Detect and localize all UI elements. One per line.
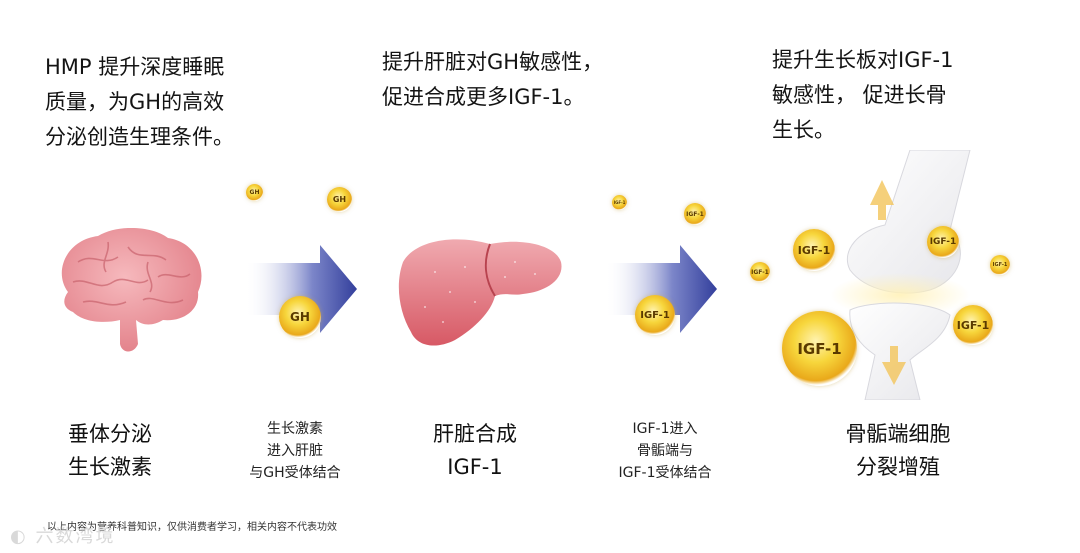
- label-line: IGF-1受体结合: [600, 462, 730, 484]
- bubble-label: IGF-1: [798, 244, 831, 257]
- description-line: 生长。: [772, 113, 1012, 148]
- bubble-label: IGF-1: [640, 310, 670, 321]
- description-line: 促进合成更多IGF-1。: [382, 80, 642, 115]
- watermark-text: 六数湾境: [35, 526, 115, 547]
- bubble-label: IGF-1: [751, 269, 769, 276]
- bubble-label: IGF-1: [957, 319, 990, 332]
- bubble-label: GH: [250, 189, 260, 196]
- brain-icon: [48, 222, 208, 362]
- igf-molecule-icon: IGF-1: [612, 195, 627, 210]
- watermark-logo-icon: ◐: [10, 526, 28, 547]
- label-line: 进入肝脏: [235, 440, 355, 462]
- label-receptor-igf: IGF-1进入 骨骺端与 IGF-1受体结合: [600, 418, 730, 484]
- bubble-label: IGF-1: [797, 340, 841, 358]
- gh-molecule-icon: GH: [279, 296, 321, 338]
- bubble-label: IGF-1: [614, 200, 626, 205]
- bubble-label: IGF-1: [686, 211, 704, 218]
- label-pituitary: 垂体分泌 生长激素: [55, 418, 165, 484]
- label-bone: 骨骺端细胞 分裂增殖: [828, 418, 968, 484]
- watermark: ◐ 六数湾境: [10, 522, 115, 548]
- liver-icon: [395, 232, 565, 350]
- label-liver: 肝脏合成 IGF-1: [415, 418, 535, 484]
- gh-molecule-icon: GH: [246, 184, 263, 201]
- label-line: 垂体分泌: [55, 418, 165, 451]
- igf-molecule-icon: IGF-1: [927, 226, 959, 258]
- bubble-label: GH: [333, 195, 346, 204]
- igf-molecule-icon: IGF-1: [684, 203, 706, 225]
- description-line: 提升肝脏对GH敏感性，: [382, 45, 642, 80]
- label-line: 生长激素: [55, 451, 165, 484]
- label-receptor-gh: 生长激素 进入肝脏 与GH受体结合: [235, 418, 355, 484]
- label-line: 与GH受体结合: [235, 462, 355, 484]
- description-line: HMP 提升深度睡眠: [45, 50, 275, 85]
- label-line: 生长激素: [235, 418, 355, 440]
- description-liver: 提升肝脏对GH敏感性， 促进合成更多IGF-1。: [382, 45, 642, 115]
- description-bone: 提升生长板对IGF-1 敏感性， 促进长骨 生长。: [772, 43, 1012, 148]
- bubble-label: GH: [290, 310, 310, 324]
- igf-molecule-icon: IGF-1: [793, 229, 835, 271]
- bubble-label: IGF-1: [993, 262, 1008, 268]
- label-line: 骨骺端细胞: [828, 418, 968, 451]
- description-line: 敏感性， 促进长骨: [772, 78, 1012, 113]
- label-line: 分裂增殖: [828, 451, 968, 484]
- label-line: 肝脏合成: [415, 418, 535, 451]
- description-pituitary: HMP 提升深度睡眠 质量，为GH的高效 分泌创造生理条件。: [45, 50, 275, 155]
- igf-molecule-icon: IGF-1: [953, 305, 993, 345]
- label-line: IGF-1: [415, 451, 535, 484]
- bubble-label: IGF-1: [930, 237, 957, 247]
- label-line: IGF-1进入: [600, 418, 730, 440]
- igf-molecule-icon: IGF-1: [635, 295, 675, 335]
- igf-molecule-icon: IGF-1: [782, 311, 857, 386]
- gh-molecule-icon: GH: [327, 187, 352, 212]
- description-line: 质量，为GH的高效: [45, 85, 275, 120]
- label-line: 骨骺端与: [600, 440, 730, 462]
- igf-molecule-icon: IGF-1: [750, 262, 770, 282]
- igf-molecule-icon: IGF-1: [990, 255, 1010, 275]
- description-line: 提升生长板对IGF-1: [772, 43, 1012, 78]
- description-line: 分泌创造生理条件。: [45, 120, 275, 155]
